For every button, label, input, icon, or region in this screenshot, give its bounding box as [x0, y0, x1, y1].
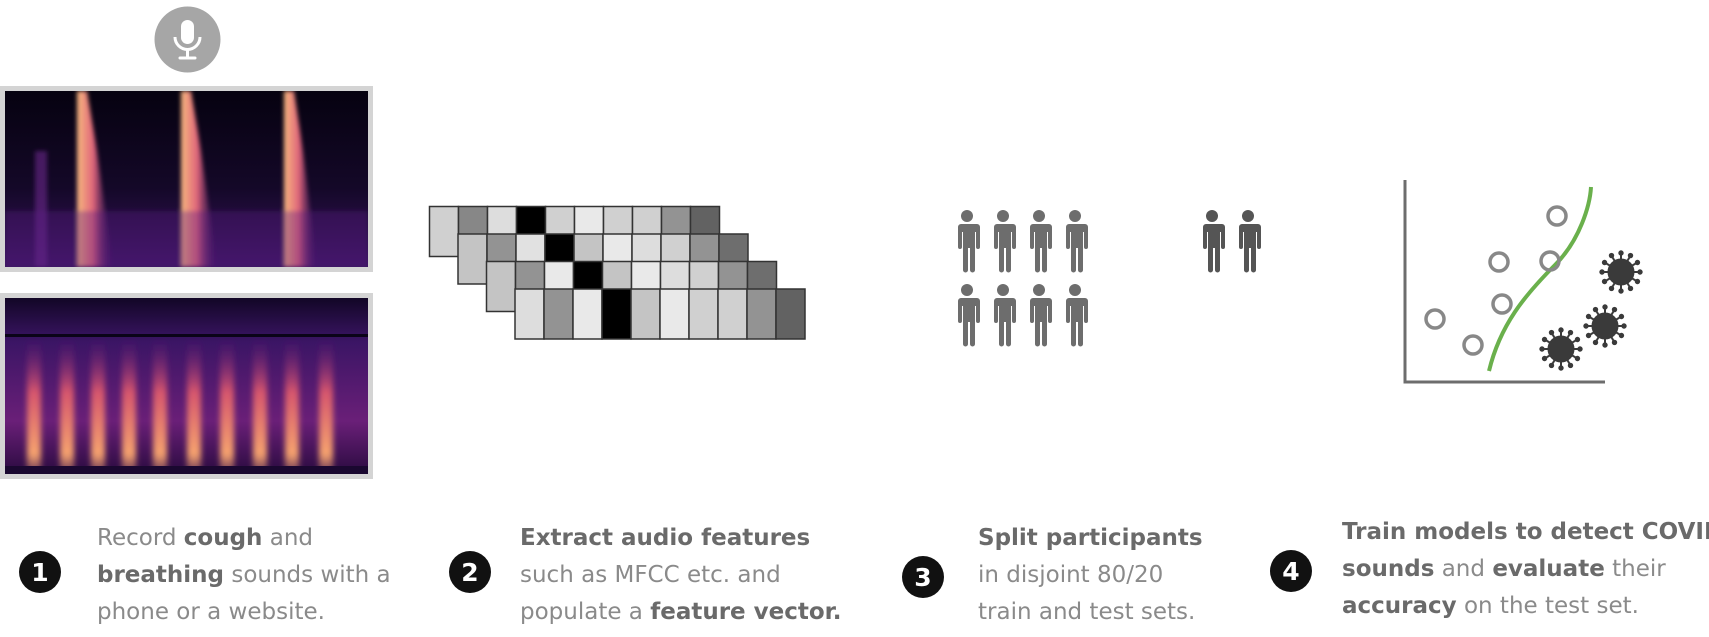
feature-cell — [746, 288, 777, 340]
step-line: train and test sets. — [978, 594, 1203, 631]
test-participants — [1202, 210, 1261, 273]
feature-cell — [457, 233, 488, 285]
feature-cell — [572, 288, 603, 340]
step-2: 2 Extract audio features such as MFCC etc… — [447, 520, 847, 630]
person-icon — [1029, 210, 1052, 273]
virus-icon — [1599, 250, 1643, 294]
text: their — [1604, 556, 1666, 582]
person-icon — [957, 210, 980, 273]
feature-cell — [485, 260, 517, 313]
step-number-badge: 4 — [1270, 550, 1312, 592]
person-icon — [1065, 210, 1088, 273]
circle-marker — [1488, 251, 1510, 273]
feature-cell — [630, 288, 661, 340]
circle-marker — [1424, 308, 1446, 330]
virus-icon — [1539, 327, 1583, 371]
circle-marker — [1491, 293, 1513, 315]
person-icon — [1202, 210, 1225, 273]
person-icon — [1238, 210, 1261, 273]
feature-cell — [688, 288, 719, 340]
cough-spectrogram — [0, 86, 373, 272]
step-line: Record cough and — [97, 520, 391, 557]
bold-text: breathing — [97, 562, 225, 588]
step-number-badge: 3 — [902, 556, 944, 598]
bold-text: evaluate — [1492, 556, 1605, 582]
bold-text: Train models to detect COVID — [1342, 519, 1709, 545]
bold-text: accuracy — [1342, 593, 1457, 619]
step-line: breathing sounds with a — [97, 557, 391, 594]
text: sounds with a — [224, 562, 391, 588]
plot-axes — [1403, 180, 1605, 384]
step-4: 4 Train models to detect COVID sounds and… — [1268, 514, 1709, 624]
feature-cell — [775, 288, 806, 340]
bold-text: Extract audio features — [520, 525, 811, 551]
step-number-badge: 2 — [449, 551, 491, 593]
feature-cell — [601, 288, 632, 340]
microphone-icon — [154, 6, 221, 73]
step-line: populate a feature vector. — [520, 594, 842, 631]
step-description: Split participants in disjoint 80/20 train… — [978, 520, 1203, 631]
step-line: accuracy on the test set. — [1342, 588, 1709, 625]
decision-boundary-curve — [1487, 186, 1593, 372]
person-icon — [993, 210, 1016, 273]
circle-marker — [1462, 334, 1484, 356]
bold-text: cough — [183, 525, 263, 551]
bold-text: Split participants — [978, 525, 1203, 551]
person-icon — [1065, 284, 1088, 347]
feature-cell — [543, 288, 574, 340]
step-number-badge: 1 — [19, 551, 61, 593]
step-description: Train models to detect COVID sounds and e… — [1342, 514, 1709, 625]
bold-text: feature vector. — [650, 599, 842, 625]
step-line: Extract audio features — [520, 520, 842, 557]
feature-vector-stack — [428, 205, 806, 340]
feature-vector-row — [514, 288, 806, 340]
circle-marker — [1539, 250, 1561, 272]
step-line: such as MFCC etc. and — [520, 557, 842, 594]
circle-marker — [1546, 205, 1568, 227]
breathing-spectrogram — [0, 293, 373, 479]
text: populate a — [520, 599, 651, 625]
person-icon — [957, 284, 980, 347]
text: on the test set. — [1456, 593, 1639, 619]
text: in disjoint 80/20 — [978, 562, 1164, 588]
feature-cell — [514, 288, 545, 340]
step-line: phone or a website. — [97, 594, 391, 631]
bold-text: sounds — [1342, 556, 1435, 582]
feature-cell — [659, 288, 690, 340]
text: phone or a website. — [97, 599, 325, 625]
text: and — [1434, 556, 1493, 582]
text: Record — [97, 525, 184, 551]
step-line: Train models to detect COVID — [1342, 514, 1709, 551]
feature-cell — [717, 288, 748, 340]
text: train and test sets. — [978, 599, 1196, 625]
train-participants — [957, 210, 1088, 347]
step-3: 3 Split participants in disjoint 80/20 tra… — [900, 520, 1220, 630]
person-icon — [1029, 284, 1052, 347]
person-icon — [993, 284, 1016, 347]
step-line: sounds and evaluate their — [1342, 551, 1709, 588]
negative-samples — [1424, 205, 1568, 356]
virus-icon — [1583, 304, 1627, 348]
step-line: in disjoint 80/20 — [978, 557, 1203, 594]
step-line: Split participants — [978, 520, 1203, 557]
step-description: Extract audio features such as MFCC etc. … — [520, 520, 842, 631]
feature-cell — [428, 205, 460, 258]
positive-samples — [1539, 250, 1643, 371]
text: and — [262, 525, 314, 551]
classifier-plot — [1403, 180, 1643, 384]
text: such as MFCC etc. and — [520, 562, 781, 588]
